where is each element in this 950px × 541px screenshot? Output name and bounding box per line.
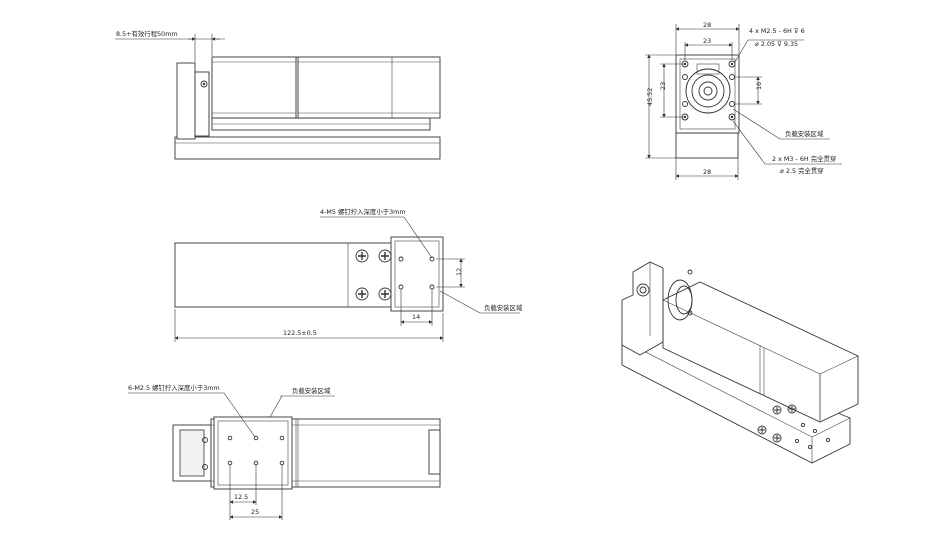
isometric-view — [621, 261, 859, 464]
thread-note-3: 2 x M3 - 6H 完全贯穿 — [772, 154, 836, 163]
thread-note-4: ⌀ 2.5 完全贯穿 — [780, 166, 824, 175]
load-area-label-bottom: 负载安装区域 — [292, 386, 331, 395]
top-side-view: 8.5+有效行程50mm — [115, 29, 441, 160]
dim-left-outer: 45.52 — [646, 88, 654, 106]
dim-a: 12.5 — [234, 493, 248, 501]
bottom-view: 6-M2.5 螺钉拧入深度小于3mm 负载安装区域 12.5 25 — [128, 383, 441, 520]
end-base — [675, 132, 739, 159]
end-plate — [176, 62, 196, 140]
dim-width: 14 — [412, 313, 420, 321]
motor-body — [211, 56, 441, 119]
iso-end-plate — [621, 261, 664, 356]
dim-left-inner: 23 — [659, 82, 667, 90]
iso-screws — [757, 404, 831, 450]
end-block — [179, 429, 205, 477]
dim-top-inner: 23 — [703, 37, 711, 45]
thread-note-2: ⌀ 2.05 ⊽ 9.35 — [755, 40, 798, 48]
load-area-label-end: 负载安装区域 — [785, 129, 824, 138]
dim-right: 16 — [755, 82, 763, 90]
load-platform-bottom — [213, 416, 293, 490]
dim-height: 12 — [455, 268, 463, 276]
load-area-label: 负载安装区域 — [484, 303, 523, 312]
mount-hole — [398, 256, 404, 262]
screw-hole — [200, 80, 208, 88]
base-plate — [174, 136, 441, 160]
middle-top-view: 4-M5 螺钉拧入深度小于3mm 负载安装区域 12 14 122.5±0.5 — [174, 207, 523, 342]
mount-hole — [429, 256, 435, 262]
thread-note-1: 4 x M2.5 - 6H ⊽ 6 — [749, 27, 805, 35]
stroke-label: 8.5+有效行程50mm — [116, 29, 178, 38]
motor-circle — [685, 68, 731, 114]
iso-body — [662, 281, 859, 423]
dim-bottom: 28 — [703, 168, 711, 176]
dim-length: 122.5±0.5 — [283, 329, 317, 337]
end-view: 28 23 45.52 23 16 28 4 x M2.5 - 6H ⊽ 6 ⌀… — [645, 21, 842, 180]
dim-top-outer: 28 — [703, 21, 711, 29]
m25-hole-pattern — [227, 435, 285, 466]
m5-screw-icon — [355, 249, 392, 301]
screw-depth-label: 4-M5 螺钉拧入深度小于3mm — [320, 207, 406, 216]
dim-b: 25 — [251, 508, 259, 516]
screw-depth-label-bottom: 6-M2.5 螺钉拧入深度小于3mm — [128, 383, 220, 392]
load-platform — [390, 236, 444, 312]
